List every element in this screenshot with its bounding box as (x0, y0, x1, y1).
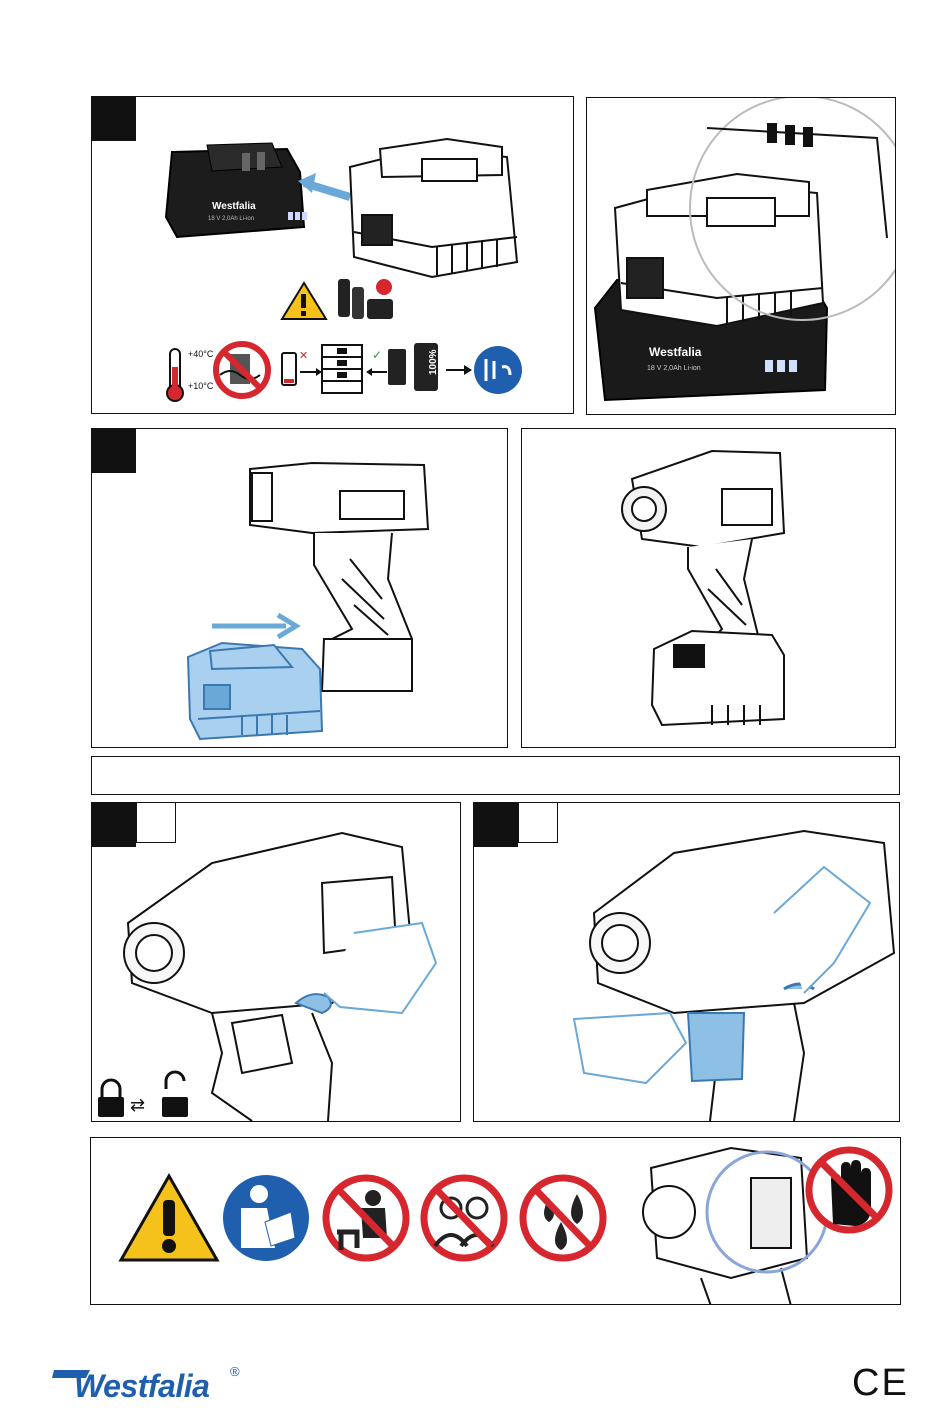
no-heat-icon (216, 344, 268, 396)
warning-icon (121, 1176, 217, 1260)
unplug-icon (474, 346, 522, 394)
no-wet-conditions-icon (523, 1178, 603, 1258)
charger-closeup-illustration: Westfalia 18 V 2,0Ah Li-ion (587, 98, 896, 415)
lock-closed-icon (98, 1080, 124, 1117)
temp-high-label: +40°C (188, 349, 214, 359)
closeup-spec-label: 18 V 2,0Ah Li-ion (647, 365, 701, 372)
panel-charging-closeup: Westfalia 18 V 2,0Ah Li-ion (586, 97, 896, 415)
lock-switch-illustration: ⇄ (92, 803, 461, 1122)
panel-lock-switch: ⇄ (91, 802, 461, 1122)
caption-bar (91, 756, 900, 795)
panel-assembled-tool (521, 428, 896, 748)
charge-full-label: 100% (405, 352, 414, 372)
panel-trigger (473, 802, 900, 1122)
battery-pack-closeup (615, 174, 823, 326)
closeup-brand-label: Westfalia (649, 345, 702, 359)
lock-open-icon (162, 1072, 188, 1117)
thermometer-icon (167, 349, 183, 401)
heat-gun-nozzle-closeup (643, 1148, 807, 1305)
no-children-animals-icon (326, 1178, 406, 1258)
trigger-highlight (688, 1013, 744, 1081)
assembled-tool-illustration (522, 429, 896, 748)
temp-low-label: +10°C (188, 381, 214, 391)
lock-toggle-symbol: ⇄ (130, 1095, 145, 1116)
safety-symbols-row (91, 1138, 901, 1305)
charging-illustration: Westfalia 18 V 2,0Ah Li-ion (92, 97, 574, 414)
do-not-touch-icon (809, 1150, 889, 1230)
check-mark-icon: ✓ (372, 348, 382, 362)
storage-cabinet-icon (322, 345, 362, 393)
battery-damage-icon (338, 279, 393, 319)
cross-mark-icon: ✕ (299, 350, 308, 362)
battery-pack (350, 139, 517, 277)
trigger-illustration (474, 803, 900, 1122)
hand-pointing-trigger-icon (574, 1013, 686, 1083)
battery-pack-blue (188, 643, 322, 739)
no-children-icon (424, 1178, 504, 1258)
ce-mark: CE (852, 1362, 909, 1405)
half-battery-icon (388, 349, 406, 385)
insert-battery-illustration (92, 429, 508, 748)
charger-brand-label: Westfalia (212, 201, 256, 212)
brand-name: Westfalia (74, 1368, 209, 1405)
panel-insert-battery (91, 428, 508, 748)
panel-safety-symbols (90, 1137, 901, 1305)
panel-charging: Westfalia 18 V 2,0Ah Li-ion (91, 96, 574, 414)
charge-indicator-label: 100% (428, 349, 439, 375)
brand-registered-mark: ® (230, 1364, 240, 1379)
heat-gun-assembled (622, 451, 784, 725)
charger-spec-label: 18 V 2,0Ah Li-ion (208, 216, 254, 222)
charger: Westfalia 18 V 2,0Ah Li-ion (166, 143, 307, 237)
read-manual-icon (223, 1175, 309, 1261)
